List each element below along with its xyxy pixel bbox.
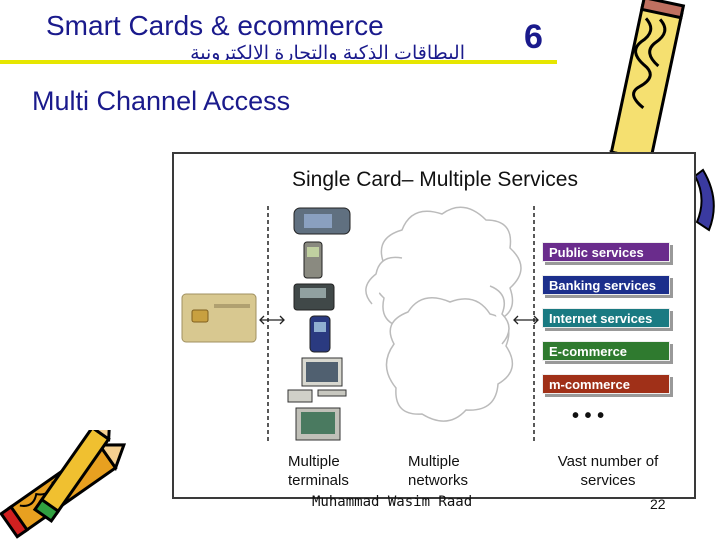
services-label: Vast number of services [548,452,668,490]
service-badge-public: Public services [542,242,670,262]
footer-page-number: 22 [650,496,666,512]
pda-terminal-icon [294,208,350,234]
pencil-clipart-bottom-icon [0,430,140,540]
communicator-icon [294,284,334,310]
card-to-terminal-arrow [260,316,284,324]
networks-label: Multiple networks [408,452,488,490]
service-badge-banking: Banking services [542,275,670,295]
terminals-label: Multiple terminals [288,452,368,490]
network-to-services-arrow [514,316,538,324]
services-ellipsis: • • • [572,405,604,427]
slide-title: Smart Cards & ecommerce [46,10,384,42]
service-badge-ecommerce: E-commerce [542,341,670,361]
footer-author: Muhammad Wasim Raad [312,494,472,510]
slide-subtitle: Multi Channel Access [32,86,290,117]
service-badge-internet: Internet services [542,308,670,328]
tv-terminal-icon [296,408,340,440]
desktop-computer-icon [288,358,346,402]
phone-icon [310,316,330,352]
slide-number: 6 [524,18,543,57]
network-cloud-icon [366,207,521,421]
title-underline [0,60,557,64]
service-badge-mcommerce: m-commerce [542,374,670,394]
smart-card-icon [182,294,256,342]
diagram-panel: Single Card– Multiple Services [172,152,696,499]
mobile-phone-icon [304,242,322,278]
